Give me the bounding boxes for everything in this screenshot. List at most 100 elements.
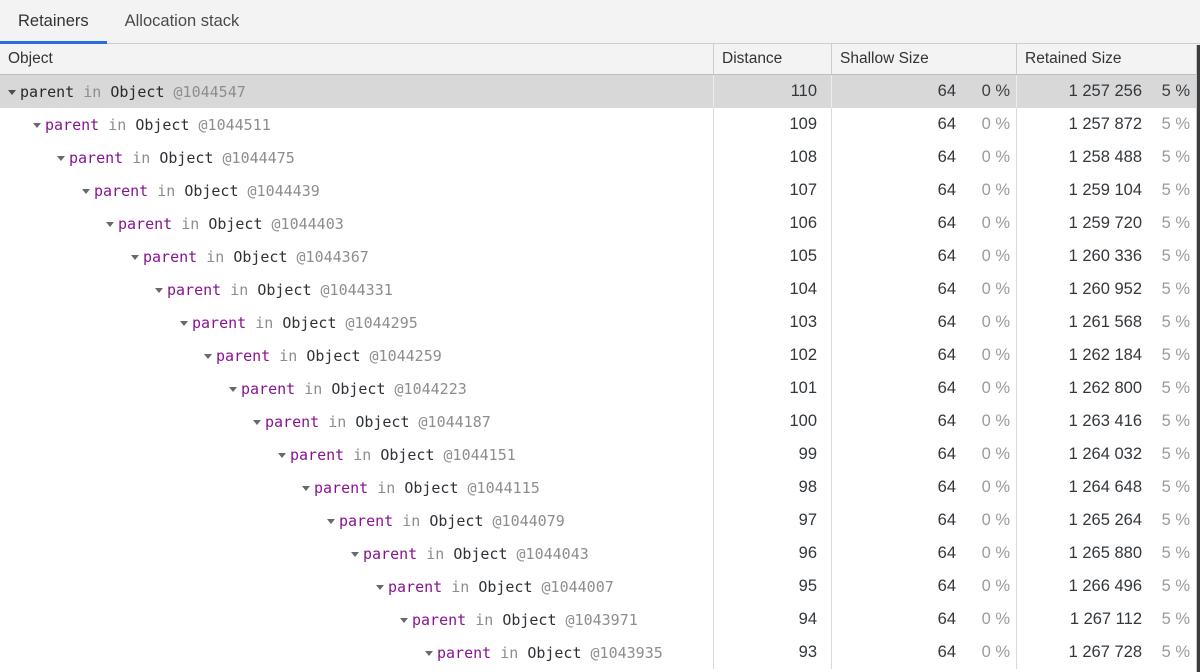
object-id: @1044115: [458, 478, 540, 497]
distance-value: 108: [789, 148, 817, 166]
shallow-size-percent: 0 %: [981, 445, 1010, 463]
distance-value: 103: [789, 313, 817, 331]
object-cell: parent in Object @1044403: [0, 207, 713, 240]
distance-cell: 100: [713, 405, 831, 438]
expand-triangle-icon[interactable]: [82, 189, 90, 194]
expand-triangle-icon[interactable]: [302, 486, 310, 491]
retained-size-value: 1 267 112: [1069, 610, 1142, 628]
retained-size-percent: 5 %: [1161, 610, 1190, 628]
expand-triangle-icon[interactable]: [57, 156, 65, 161]
retained-size-value: 1 264 648: [1068, 478, 1142, 496]
retained-size-value: 1 257 256: [1068, 82, 1142, 100]
object-cell: parent in Object @1044187: [0, 405, 713, 438]
edge-name: parent: [339, 511, 394, 530]
expand-triangle-icon[interactable]: [376, 585, 384, 590]
keyword-in: in: [344, 445, 381, 464]
edge-name: parent: [412, 610, 467, 629]
edge-name: parent: [94, 181, 149, 200]
retained-size-percent: 5 %: [1161, 412, 1190, 430]
expand-triangle-icon[interactable]: [425, 651, 433, 656]
distance-cell: 108: [713, 141, 831, 174]
retained-size-percent: 5 %: [1161, 148, 1190, 166]
object-id: @1044151: [434, 445, 516, 464]
retained-size-percent: 5 %: [1161, 82, 1190, 100]
shallow-size-value: 64: [937, 247, 956, 265]
retained-size-percent: 5 %: [1161, 247, 1190, 265]
expand-triangle-icon[interactable]: [253, 420, 261, 425]
column-header-distance[interactable]: Distance: [713, 44, 831, 74]
constructor-name: Object: [527, 643, 582, 662]
keyword-in: in: [442, 577, 479, 596]
shallow-size-percent: 0 %: [981, 577, 1010, 595]
edge-name: parent: [388, 577, 443, 596]
tab-allocation-stack[interactable]: Allocation stack: [107, 0, 258, 43]
distance-cell: 98: [713, 471, 831, 504]
column-header-shallow-size[interactable]: Shallow Size: [831, 44, 1016, 74]
expand-triangle-icon[interactable]: [204, 354, 212, 359]
shallow-size-percent: 0 %: [981, 412, 1010, 430]
expand-triangle-icon[interactable]: [155, 288, 163, 293]
retained-size-percent: 5 %: [1161, 214, 1190, 232]
column-header-retained-size[interactable]: Retained Size: [1016, 44, 1196, 74]
retained-size-value: 1 262 184: [1068, 346, 1142, 364]
retained-size-percent: 5 %: [1161, 577, 1190, 595]
object-cell: parent in Object @1044439: [0, 174, 713, 207]
tab-retainers[interactable]: Retainers: [0, 0, 107, 44]
retained-size-value: 1 265 880: [1068, 544, 1142, 562]
keyword-in: in: [368, 478, 405, 497]
expand-triangle-icon[interactable]: [327, 519, 335, 524]
retained-size-percent: 5 %: [1161, 544, 1190, 562]
expand-triangle-icon[interactable]: [351, 552, 359, 557]
constructor-name: Object: [429, 511, 484, 530]
expand-triangle-icon[interactable]: [229, 387, 237, 392]
expand-triangle-icon[interactable]: [8, 90, 16, 95]
distance-value: 102: [789, 346, 817, 364]
object-cell: parent in Object @1044223: [0, 372, 713, 405]
expand-triangle-icon[interactable]: [180, 321, 188, 326]
shallow-size-value: 64: [937, 148, 956, 166]
expand-triangle-icon[interactable]: [33, 123, 41, 128]
shallow-size-percent: 0 %: [981, 478, 1010, 496]
expand-triangle-icon[interactable]: [106, 222, 114, 227]
expand-triangle-icon[interactable]: [400, 618, 408, 623]
constructor-name: Object: [282, 313, 337, 332]
distance-value: 100: [789, 412, 817, 430]
expand-triangle-icon[interactable]: [278, 453, 286, 458]
constructor-name: Object: [380, 445, 435, 464]
object-id: @1043935: [581, 643, 663, 662]
column-header-object[interactable]: Object: [8, 50, 53, 67]
constructor-name: Object: [331, 379, 386, 398]
edge-name: parent: [192, 313, 247, 332]
object-cell: parent in Object @1044151: [0, 438, 713, 471]
constructor-name: Object: [233, 247, 288, 266]
object-cell: parent in Object @1044511: [0, 108, 713, 141]
object-id: @1044223: [385, 379, 467, 398]
retained-size-value: 1 264 032: [1068, 445, 1142, 463]
retained-size-percent: 5 %: [1161, 181, 1190, 199]
expand-triangle-icon[interactable]: [131, 255, 139, 260]
